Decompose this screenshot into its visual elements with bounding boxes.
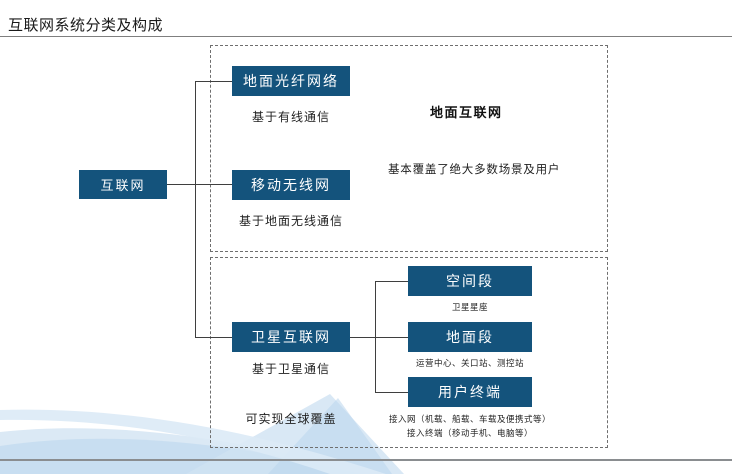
caption-terrestrial-fiber: 基于有线通信 <box>251 110 330 124</box>
caption-satellite-internet: 基于卫星通信 <box>251 362 330 376</box>
connector-main-trunk <box>195 81 196 338</box>
caption-user-terminal-devices: 接入终端（移动手机、电脑等） <box>406 429 533 439</box>
node-mobile-wireless[interactable]: 移动无线网 <box>232 170 350 200</box>
page-title: 互联网系统分类及构成 <box>8 16 164 34</box>
group-box-terrestrial <box>210 45 608 252</box>
connector-to-ground <box>375 337 409 338</box>
node-user-terminal[interactable]: 用户终端 <box>408 377 532 407</box>
connector-root-stub <box>167 184 196 185</box>
caption-global-coverage: 可实现全球覆盖 <box>245 412 337 426</box>
node-ground-segment[interactable]: 地面段 <box>408 322 532 352</box>
node-space-segment[interactable]: 空间段 <box>408 266 532 296</box>
connector-to-mobile <box>195 184 233 185</box>
node-terrestrial-fiber[interactable]: 地面光纤网络 <box>232 66 350 96</box>
connector-segment-trunk <box>375 281 376 392</box>
connector-to-satnet <box>195 337 233 338</box>
caption-user-terminal-access-network: 接入网（机载、船载、车载及便携式等） <box>388 415 551 425</box>
connector-satnet-stub <box>350 337 376 338</box>
footer-divider <box>0 459 732 461</box>
connector-to-fiber <box>195 81 233 82</box>
caption-ground-segment: 运营中心、关口站、测控站 <box>415 359 524 369</box>
group-heading-terrestrial: 地面互联网 <box>430 106 503 121</box>
caption-space-segment: 卫星星座 <box>451 303 488 313</box>
node-internet[interactable]: 互联网 <box>79 170 167 199</box>
connector-to-space <box>375 281 409 282</box>
title-divider <box>0 36 732 37</box>
connector-to-terminal <box>375 392 409 393</box>
group-note-terrestrial: 基本覆盖了绝大多数场景及用户 <box>388 162 561 176</box>
caption-mobile-wireless: 基于地面无线通信 <box>238 214 343 228</box>
node-satellite-internet[interactable]: 卫星互联网 <box>232 322 350 352</box>
